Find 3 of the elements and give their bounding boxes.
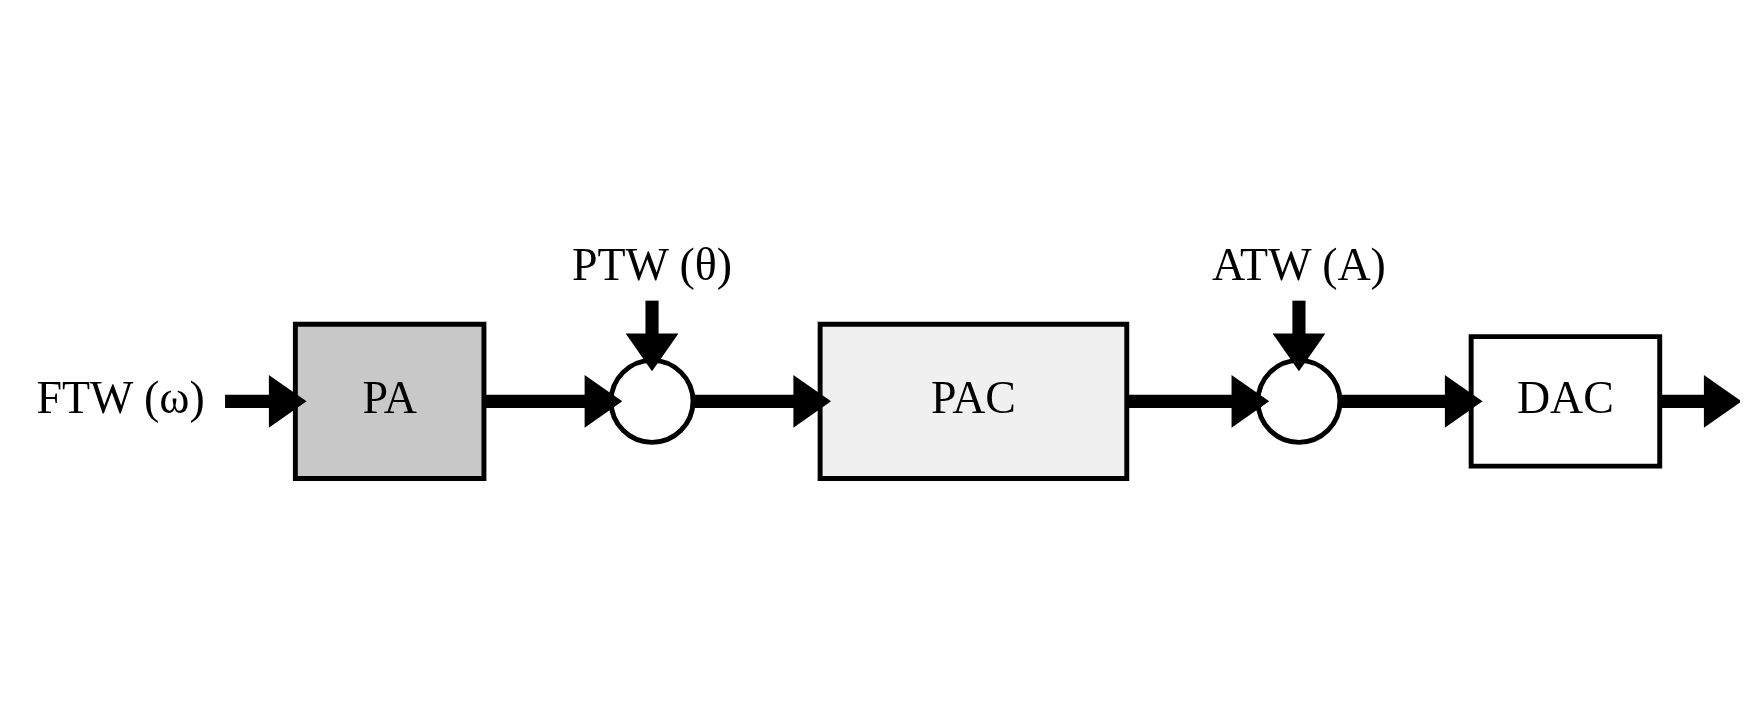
node-text: PTW (θ): [571, 238, 733, 290]
node-text: ATW (A): [1212, 238, 1386, 290]
node-text: FTW (ω): [36, 371, 205, 423]
